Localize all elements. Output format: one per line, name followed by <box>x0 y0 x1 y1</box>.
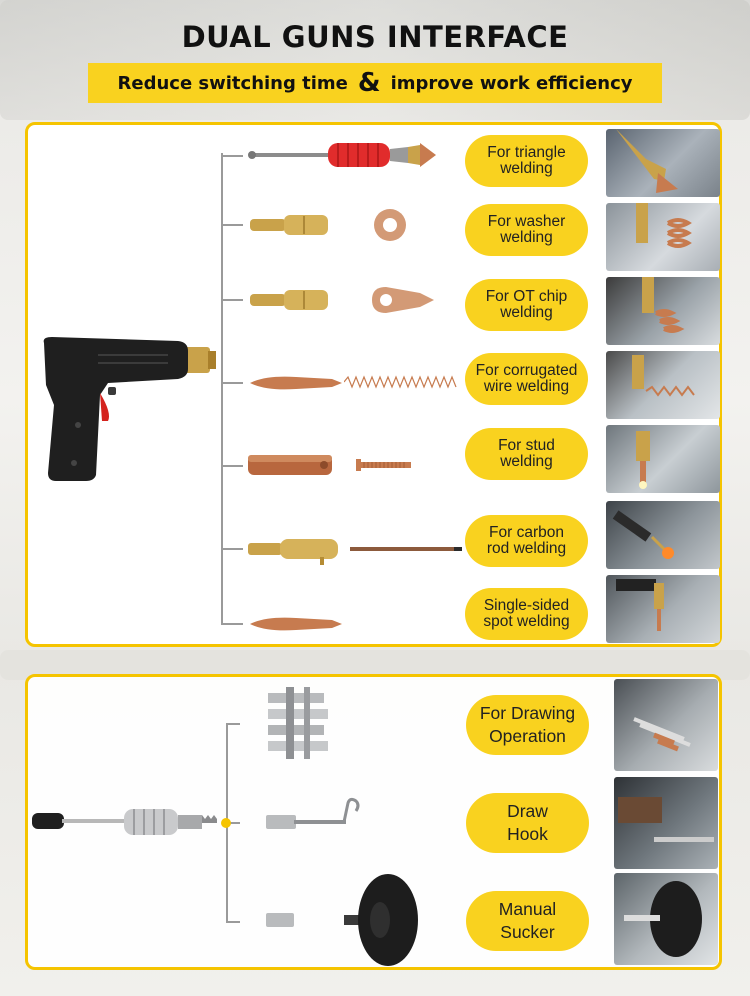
triangle-torch-image <box>248 143 436 167</box>
connector-line <box>221 382 243 384</box>
puller-panel: For Drawing Operation Draw Hook Manual S… <box>25 674 722 970</box>
spot-welding-gun-image <box>43 337 216 481</box>
bracket-vertical-line <box>221 153 223 625</box>
page-title: DUAL GUNS INTERFACE <box>181 20 569 54</box>
draw-hook-label: Draw Hook <box>466 793 589 853</box>
carbon-rod-electrode-image <box>248 539 338 565</box>
carbon-rod-welding-label: For carbon rod welding <box>465 515 588 567</box>
connector-line <box>221 465 243 467</box>
washer-image <box>374 209 406 241</box>
banner-ampersand: & <box>357 68 381 98</box>
banner: Reduce switching time & improve work eff… <box>88 63 662 103</box>
connector-line <box>221 548 243 550</box>
draw-hook-image <box>266 797 360 829</box>
ot-chip-welding-label: For OT chip welding <box>465 279 588 331</box>
connector-line <box>221 623 243 625</box>
ot-chip-image <box>372 287 434 313</box>
washer-welding-label: For washer welding <box>465 204 588 256</box>
connector-line <box>221 299 243 301</box>
stud-electrode-image <box>248 455 332 475</box>
bracket-horizontal-line <box>226 822 240 824</box>
corrugated-wire-electrode-image <box>250 376 342 390</box>
welding-gun-panel: For triangle welding For washer welding … <box>25 122 722 647</box>
stud-welding-label: For stud welding <box>465 428 588 480</box>
bracket-junction-dot <box>221 818 231 828</box>
triangle-welding-photo <box>606 129 720 197</box>
washer-welding-photo <box>606 203 720 271</box>
manual-sucker-label: Manual Sucker <box>466 891 589 951</box>
slide-hammer-image <box>32 809 217 835</box>
carbon-rod-image <box>350 547 462 551</box>
suction-cup-image <box>266 874 418 966</box>
drawing-operation-label: For Drawing Operation <box>466 695 589 755</box>
corrugated-wire-welding-photo <box>606 351 720 419</box>
single-sided-spot-welding-photo <box>606 575 720 643</box>
bracket-horizontal-line <box>226 921 240 923</box>
drawing-operation-photo <box>614 679 718 771</box>
banner-right-text: improve work efficiency <box>390 72 633 94</box>
single-sided-spot-welding-label: Single-sided spot welding <box>465 588 588 640</box>
bracket-horizontal-line <box>226 723 240 725</box>
ot-chip-welding-photo <box>606 277 720 345</box>
draw-hook-photo <box>614 777 718 869</box>
washer-electrode-image <box>250 215 328 235</box>
stud-welding-photo <box>606 425 720 493</box>
banner-left-text: Reduce switching time <box>117 72 348 94</box>
drawing-claw-image <box>268 687 328 759</box>
corrugated-wire-image <box>344 375 457 389</box>
stud-image <box>356 459 411 471</box>
connector-line <box>221 155 243 157</box>
connector-line <box>221 224 243 226</box>
corrugated-wire-welding-label: For corrugated wire welding <box>465 353 588 405</box>
spot-tip-electrode-image <box>250 617 342 631</box>
manual-sucker-photo <box>614 873 718 965</box>
ot-chip-electrode-image <box>250 290 328 310</box>
carbon-rod-welding-photo <box>606 501 720 569</box>
triangle-welding-label: For triangle welding <box>465 135 588 187</box>
